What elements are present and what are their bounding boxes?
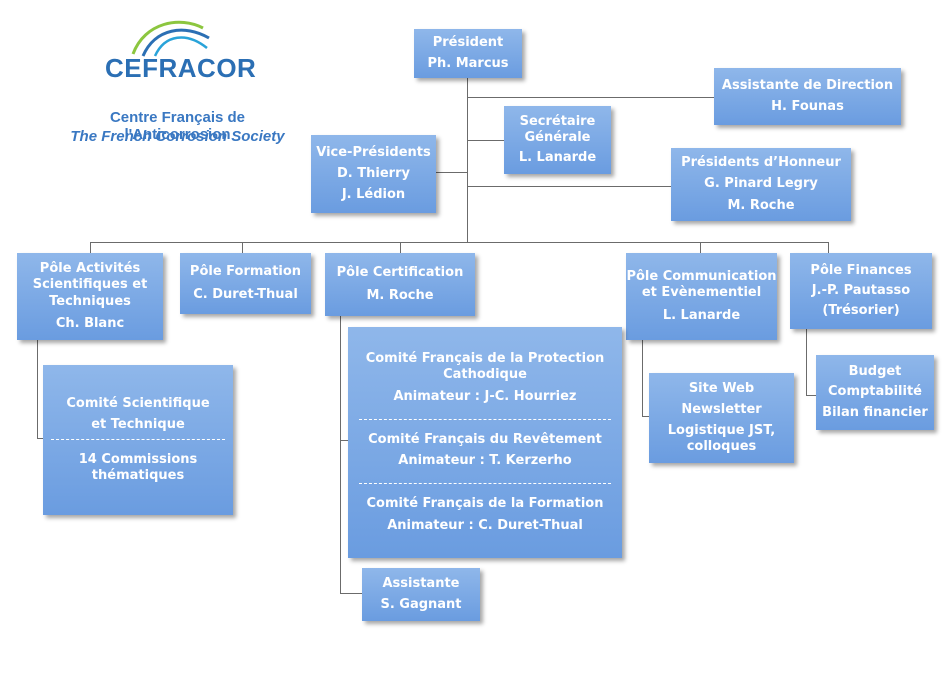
- finances-item: Bilan financier: [822, 404, 928, 420]
- dashed-separator: [358, 419, 612, 421]
- assistante-title: Assistante: [382, 575, 460, 591]
- pole-finances-role: (Trésorier): [822, 303, 900, 319]
- comite-scientifique-title: Comité Scientifique: [66, 395, 210, 411]
- finances-item: Comptabilité: [827, 384, 922, 400]
- pole-activites-name: Ch. Blanc: [55, 315, 125, 331]
- dashed-separator: [358, 482, 612, 484]
- comites-certification-box: Comité Français de la Protection Cathodi…: [348, 327, 622, 558]
- vice-presidents-title: Vice-Présidents: [316, 144, 431, 160]
- comite-animateur: Animateur : T. Kerzerho: [398, 452, 572, 468]
- comite-scientifique-title: et Technique: [91, 416, 185, 432]
- presidents-honneur-box: Présidents d’Honneur G. Pinard Legry M. …: [671, 148, 851, 221]
- assistante-name: S. Gagnant: [380, 597, 462, 612]
- pole-communication-title: Pôle Communication: [626, 269, 777, 285]
- connector-certification-comites: [340, 440, 348, 441]
- pole-formation-name: C. Duret-Thual: [193, 286, 298, 302]
- president-box: Président Ph. Marcus: [414, 29, 522, 78]
- connector-pole-certification: [400, 242, 401, 253]
- assistante-direction-name: H. Founas: [771, 99, 844, 114]
- pole-finances-box: Pôle Finances J.-P. Pautasso (Trésorier): [790, 253, 932, 329]
- comite-title: Comité Français du Revêtement: [368, 432, 602, 448]
- comite-scientifique-commissions: thématiques: [91, 468, 185, 484]
- finances-items-box: Budget Comptabilité Bilan financier: [816, 355, 934, 430]
- communication-item: Site Web: [688, 380, 755, 396]
- org-name-en: The French Corrosion Society: [70, 128, 285, 145]
- pole-certification-title: Pôle Certification: [336, 265, 464, 281]
- connector-communication-items: [642, 416, 649, 417]
- finances-item: Budget: [848, 364, 902, 380]
- president-honneur-name: G. Pinard Legry: [704, 176, 818, 192]
- pole-communication-box: Pôle Communication et Evènementiel L. La…: [626, 253, 777, 340]
- communication-item: colloques: [686, 439, 757, 455]
- pole-formation-title: Pôle Formation: [189, 264, 302, 280]
- pole-certification-box: Pôle Certification M. Roche: [325, 253, 475, 316]
- org-name-fr: Centre Français de l'Anticorrosion: [109, 109, 246, 143]
- connector-secretaire: [467, 140, 504, 141]
- connector-assistante-direction: [467, 97, 714, 98]
- cefracor-logo-text: CEFRACOR: [105, 53, 257, 83]
- secretaire-title-line1: Secrétaire: [519, 113, 596, 129]
- secretaire-box: Secrétaire Générale L. Lanarde: [504, 106, 611, 174]
- pole-finances-title: Pôle Finances: [810, 262, 912, 278]
- cefracor-logo-swoosh-icon: [131, 20, 210, 57]
- connector-president-trunk: [467, 78, 468, 242]
- dashed-separator: [50, 439, 226, 440]
- connector-communication-down: [642, 340, 643, 416]
- pole-formation-box: Pôle Formation C. Duret-Thual: [180, 253, 311, 314]
- assistante-direction-title: Assistante de Direction: [721, 77, 894, 93]
- pole-communication-name: L. Lanarde: [662, 307, 741, 323]
- communication-item: Newsletter: [681, 401, 762, 417]
- connector-pole-formation: [242, 242, 243, 253]
- president-title: Président: [432, 35, 504, 51]
- comite-animateur: Animateur : J-C. Hourriez: [393, 389, 577, 405]
- vice-presidents-box: Vice-Présidents D. Thierry J. Lédion: [311, 135, 436, 213]
- president-name: Ph. Marcus: [427, 55, 509, 71]
- connector-presidents-honneur: [467, 186, 671, 187]
- secretaire-title-line2: Générale: [524, 129, 591, 145]
- comite-animateur: Animateur : C. Duret-Thual: [387, 518, 583, 534]
- comite-scientifique-box: Comité Scientifique et Technique 14 Comm…: [43, 365, 233, 515]
- connector-pole-communication: [700, 242, 701, 253]
- connector-certification-down: [340, 316, 341, 593]
- connector-activites-comite: [37, 438, 43, 439]
- presidents-honneur-title: Présidents d’Honneur: [681, 155, 841, 171]
- president-honneur-name: M. Roche: [727, 197, 795, 213]
- pole-activites-box: Pôle Activités Scientifiques et Techniqu…: [17, 253, 163, 340]
- vice-president-name: J. Lédion: [341, 187, 406, 203]
- connector-vice-presidents: [436, 172, 467, 173]
- connector-poles-bar: [90, 242, 828, 243]
- pole-certification-name: M. Roche: [366, 287, 434, 303]
- pole-activites-title: Techniques: [49, 293, 131, 309]
- connector-pole-finances: [828, 242, 829, 253]
- connector-finances-down: [806, 329, 807, 395]
- assistante-direction-box: Assistante de Direction H. Founas: [714, 68, 901, 125]
- secretaire-name: L. Lanarde: [518, 150, 597, 166]
- assistante-box: Assistante S. Gagnant: [362, 568, 480, 621]
- pole-activites-title: Scientifiques et: [32, 277, 148, 293]
- comite-title: Cathodique: [443, 366, 527, 382]
- connector-activites-down: [37, 340, 38, 438]
- pole-activites-title: Pôle Activités: [39, 261, 141, 276]
- connector-certification-assistante: [340, 593, 362, 594]
- pole-communication-title: et Evènementiel: [641, 285, 762, 301]
- comite-title: Comité Français de la Formation: [366, 495, 604, 511]
- vice-president-name: D. Thierry: [337, 165, 410, 181]
- pole-finances-name: J.-P. Pautasso: [811, 282, 911, 298]
- connector-pole-activites: [90, 242, 91, 253]
- comite-scientifique-commissions: 14 Commissions: [78, 452, 198, 467]
- comite-title: Comité Français de la Protection: [365, 350, 605, 366]
- connector-finances-items: [806, 395, 816, 396]
- communication-item: Logistique JST,: [667, 423, 776, 438]
- communication-items-box: Site Web Newsletter Logistique JST, coll…: [649, 373, 794, 463]
